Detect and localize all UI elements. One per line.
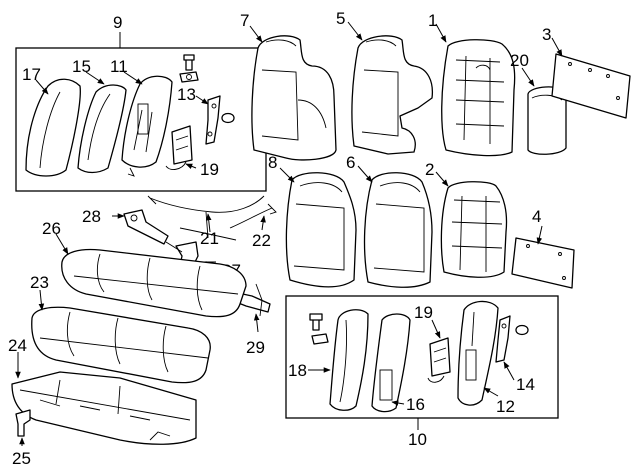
part-2-seatback-frame <box>440 181 508 278</box>
callout-16: 16 <box>406 395 425 414</box>
part-11-armrest-frame <box>121 75 173 168</box>
callout-1: 1 <box>428 11 437 30</box>
callout-15: 15 <box>72 57 91 76</box>
callout-6: 6 <box>346 153 355 172</box>
callout-25: 25 <box>12 449 31 468</box>
callout-26: 26 <box>42 219 61 238</box>
part-1-seatback-frame <box>441 39 516 157</box>
callout-18: 18 <box>288 361 307 380</box>
callout-20: 20 <box>510 51 529 70</box>
part-16-armrest-cover <box>371 313 411 413</box>
part-14-hinge-bracket <box>495 315 511 363</box>
part-19-latch <box>171 125 193 165</box>
part-19-latch <box>429 337 451 377</box>
part-21-cable <box>147 195 265 241</box>
callout-19-lower: 19 <box>414 303 433 322</box>
callout-28: 28 <box>82 207 101 226</box>
callout-23: 23 <box>30 273 49 292</box>
group-box-10 <box>285 295 559 419</box>
callout-14: 14 <box>516 375 535 394</box>
part-7-seatback-cover <box>251 35 337 161</box>
part-12-armrest-frame <box>457 300 499 406</box>
callout-21: 21 <box>200 229 219 248</box>
part-15-armrest-cover <box>77 84 127 174</box>
part-8-seatback-cover <box>285 172 357 288</box>
bolt-icon <box>309 313 323 331</box>
part-28-bracket <box>123 209 169 245</box>
part-22-cable <box>229 203 277 229</box>
push-nut-icon <box>221 112 235 124</box>
callout-12: 12 <box>496 397 515 416</box>
clip-icon <box>179 71 199 83</box>
push-nut-icon <box>515 324 529 336</box>
part-4-panel <box>511 237 575 289</box>
callout-11: 11 <box>110 57 128 76</box>
part-17-armrest-pad <box>25 78 81 177</box>
part-25-hook <box>15 409 31 437</box>
part-18-armrest-pad <box>329 309 369 411</box>
callout-8: 8 <box>268 153 277 172</box>
callout-7: 7 <box>240 11 249 30</box>
callout-4: 4 <box>532 207 541 226</box>
part-6-seatback-pad <box>363 172 433 288</box>
part-24-cushion-frame <box>11 371 197 445</box>
callout-24: 24 <box>8 336 27 355</box>
callout-10: 10 <box>408 430 427 449</box>
callout-17: 17 <box>22 65 41 84</box>
callout-2: 2 <box>425 160 434 179</box>
callout-3: 3 <box>542 25 551 44</box>
part-26-cushion-cover <box>61 248 247 318</box>
callout-9: 9 <box>113 13 122 32</box>
part-13-hinge-bracket <box>205 95 221 145</box>
callout-19-upper: 19 <box>200 160 219 179</box>
callout-29: 29 <box>246 338 265 357</box>
bolt-icon <box>183 54 195 71</box>
callout-5: 5 <box>336 9 345 28</box>
part-5-seatback-pad <box>351 35 434 155</box>
clip-icon <box>311 333 329 345</box>
part-20-headrest <box>527 86 567 155</box>
callout-22: 22 <box>252 231 271 250</box>
callout-13: 13 <box>177 85 196 104</box>
part-23-cushion-pad <box>31 306 211 384</box>
part-3-panel <box>551 53 631 119</box>
